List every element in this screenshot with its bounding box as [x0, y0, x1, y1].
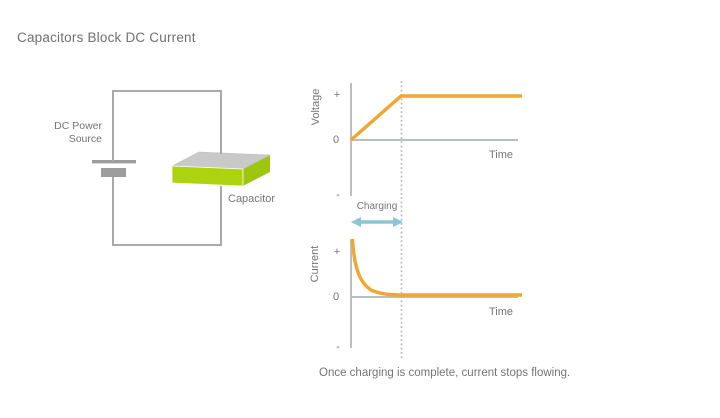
dc-power-source-label-line2: Source: [68, 132, 102, 145]
battery-long-terminal: [92, 160, 136, 164]
dc-power-source-label-line1: DC Power: [54, 120, 102, 132]
capacitor-label: Capacitor: [228, 193, 276, 205]
current-tick-minus: -: [336, 341, 340, 353]
current-axis-label: Current: [309, 245, 321, 283]
voltage-time-label: Time: [489, 149, 514, 161]
voltage-tick-minus: -: [336, 189, 340, 201]
battery-short-terminal: [101, 168, 126, 177]
dc-power-source-label: DC Power Source: [30, 120, 102, 145]
charging-arrow-right-head: [393, 217, 403, 227]
capacitor-front-face: [171, 165, 244, 187]
capacitor-right-face: [243, 155, 270, 186]
caption-text: Once charging is complete, current stops…: [319, 367, 571, 379]
current-tick-plus: +: [333, 246, 341, 258]
voltage-curve: [349, 94, 522, 142]
voltage-tick-zero: 0: [332, 134, 340, 146]
circuit-wire-upper: [112, 90, 222, 161]
current-curve: [350, 238, 522, 297]
voltage-axis-label: Voltage: [310, 88, 322, 126]
current-tick-zero: 0: [332, 291, 340, 303]
page-title: Capacitors Block DC Current: [17, 30, 196, 45]
charging-arrow-left-head: [351, 217, 361, 227]
current-time-label: Time: [489, 306, 514, 318]
circuit-wire-lower: [112, 177, 222, 246]
voltage-tick-plus: +: [333, 89, 341, 101]
charging-label: Charging: [356, 201, 398, 212]
